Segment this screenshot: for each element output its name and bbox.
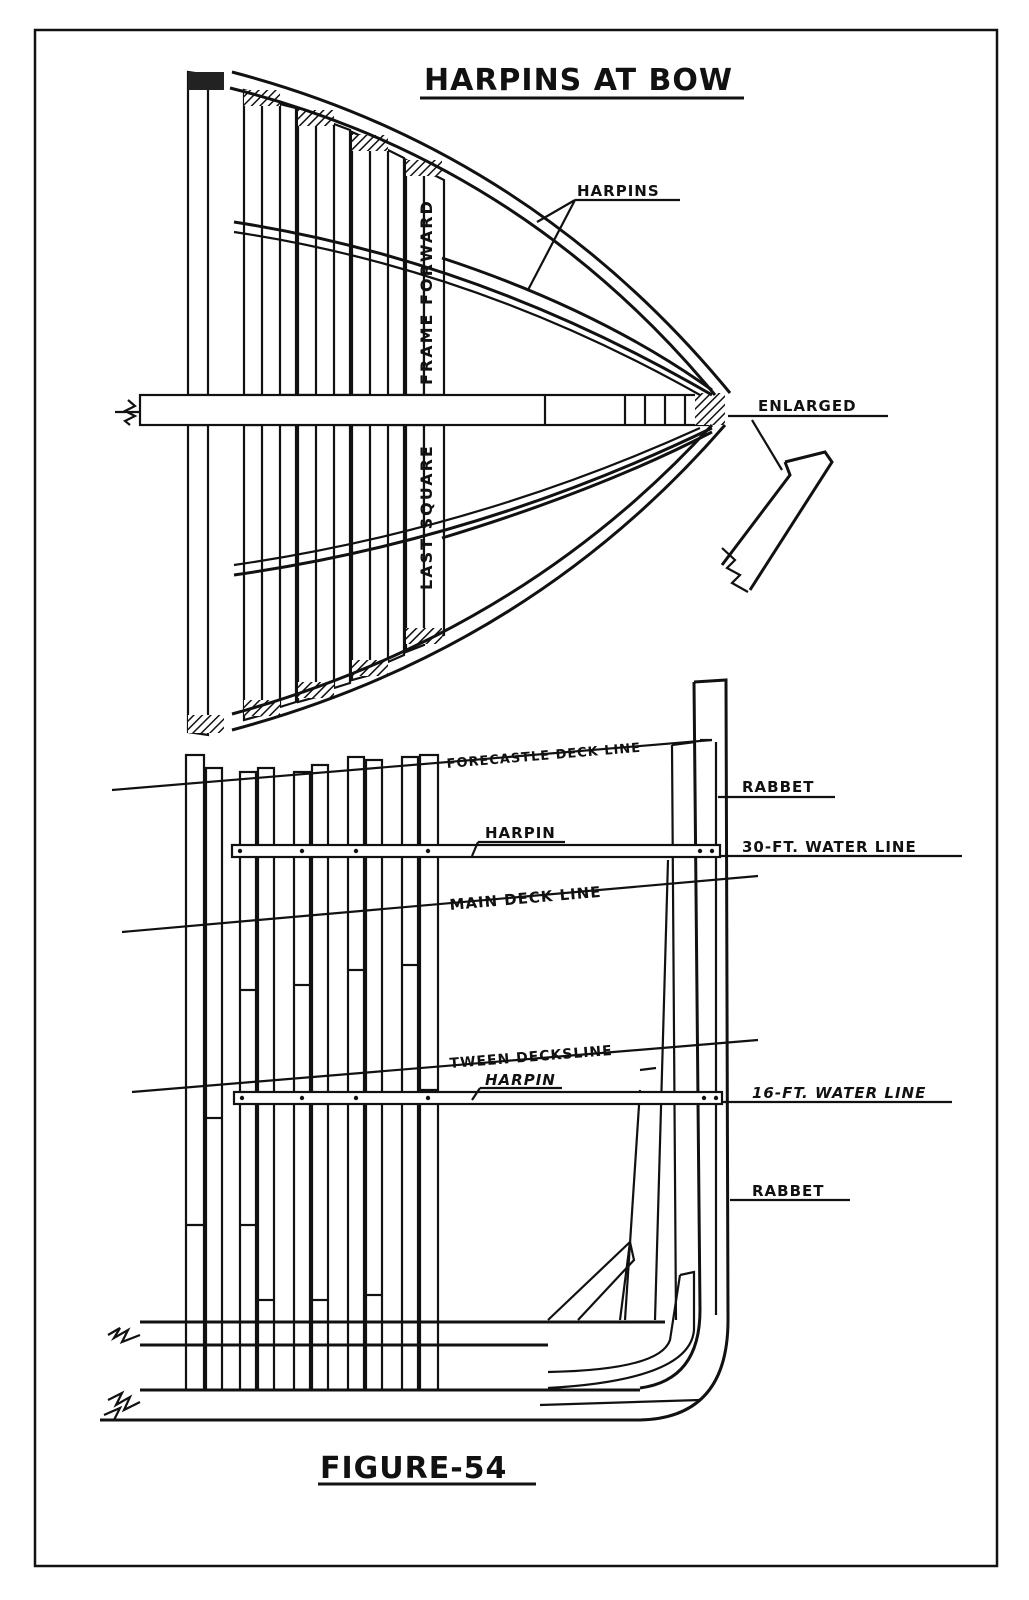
stem-post	[639, 678, 730, 1422]
harpin-lower-label: HARPIN	[485, 1071, 556, 1089]
tween-decks-line-label: TWEEN DECKSLINE	[449, 1043, 613, 1072]
main-deck-line	[121, 874, 759, 934]
break-symbol-upper	[107, 1327, 141, 1345]
plan-view: HARPINS FRAME FORWARD LAST SQUARE ENLARG…	[115, 70, 888, 737]
apron	[653, 859, 670, 1321]
enlarged-label: ENLARGED	[758, 397, 857, 415]
rabbet-upper-label: RABBET	[742, 778, 815, 796]
break-symbol-plan	[115, 399, 140, 426]
elevation-view: FORECASTLE DECK LINE HARPIN MAIN DECK LI…	[100, 678, 962, 1422]
figure-title: HARPINS AT BOW	[424, 63, 733, 98]
enlarged-detail	[720, 450, 834, 593]
hull-shell-lower	[231, 424, 727, 732]
frame-forward-label: FRAME FORWARD	[417, 199, 436, 385]
figure-caption: FIGURE-54	[320, 1451, 507, 1486]
elevation-frames	[184, 753, 440, 1392]
harpin-lower-plan	[233, 426, 713, 577]
water-line-30-label: 30-FT. WATER LINE	[742, 838, 917, 856]
forecastle-deck-line	[111, 738, 713, 792]
tween-decks-line	[131, 1038, 759, 1094]
last-square-label: LAST SQUARE	[417, 444, 436, 590]
harpins-label: HARPINS	[577, 182, 660, 200]
figure-border	[33, 28, 999, 1568]
water-line-16-label: 16-FT. WATER LINE	[752, 1084, 926, 1102]
harpin-upper-plan	[233, 220, 713, 397]
frame-joints	[186, 963, 438, 1302]
hull-shell-upper	[231, 70, 732, 394]
harpin-upper-label: HARPIN	[485, 824, 556, 842]
frames-upper	[186, 70, 446, 397]
harpin-lower-elevation[interactable]	[232, 1090, 724, 1106]
forecastle-deck-line-label: FORECASTLE DECK LINE	[446, 741, 642, 772]
keel-plan	[138, 393, 710, 427]
break-symbol-lower	[103, 1390, 141, 1421]
rabbet-lower-label: RABBET	[752, 1182, 825, 1200]
main-deck-line-label: MAIN DECK LINE	[449, 883, 602, 914]
